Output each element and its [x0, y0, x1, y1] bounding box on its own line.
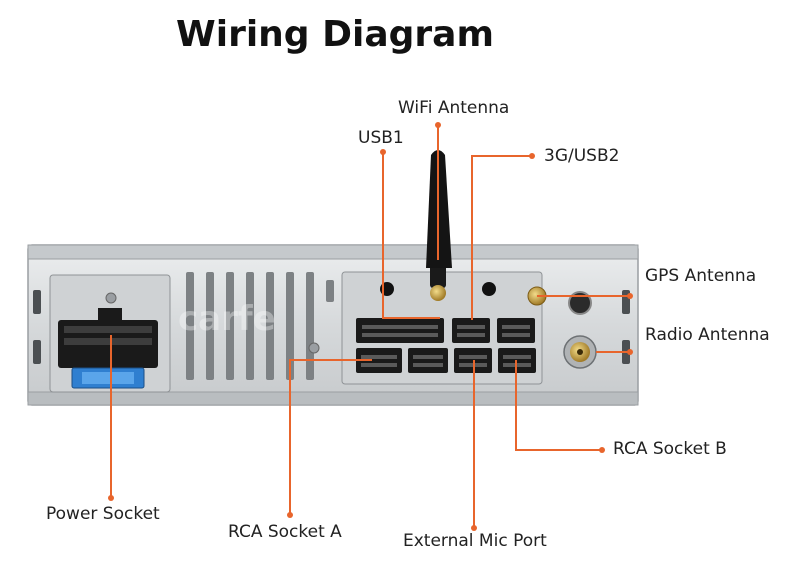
label-rca-socket-b: RCA Socket B [613, 439, 727, 459]
radio-port-ring [568, 291, 592, 315]
watermark-text: carfe [178, 299, 276, 339]
label-gps-antenna: GPS Antenna [645, 266, 757, 286]
left-mount-slot-upper [33, 290, 41, 314]
chassis-bottom-rim [27, 391, 639, 406]
label-external-mic-port: External Mic Port [403, 531, 547, 551]
power-socket-screw [105, 292, 117, 304]
wifi-antenna-connector [430, 285, 446, 301]
leader-lines [110, 125, 630, 528]
label-radio-antenna: Radio Antenna [645, 325, 770, 345]
power-connector-pins [64, 326, 152, 345]
leader-usb1 [382, 152, 440, 319]
label-3g-usb2: 3G/USB2 [544, 146, 620, 166]
label-usb1: USB1 [358, 128, 404, 148]
chassis-top-rim [27, 244, 639, 260]
label-wifi-antenna: WiFi Antenna [398, 98, 510, 118]
leader-3g-usb2 [471, 155, 532, 320]
connector-row-lower [356, 348, 536, 373]
wifi-antenna-base [430, 262, 446, 288]
label-power-socket: Power Socket [46, 504, 160, 524]
leader-rca-b [515, 360, 602, 451]
left-mount-slot-lower [33, 340, 41, 364]
leader-rca-a [289, 359, 372, 515]
connector-row-upper [356, 318, 535, 343]
label-rca-socket-a: RCA Socket A [228, 522, 342, 542]
page-title: Wiring Diagram [176, 14, 494, 55]
